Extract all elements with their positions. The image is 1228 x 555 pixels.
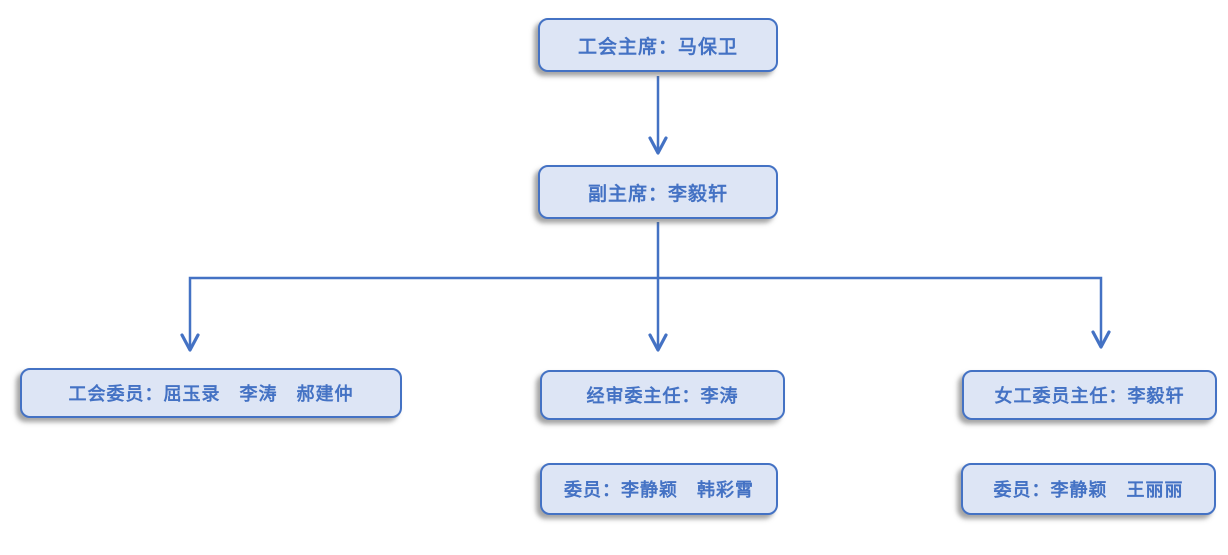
node-women-committee-members: 委员：李静颖 王丽丽	[961, 463, 1216, 515]
node-audit-committee-members-label: 委员：李静颖 韩彩霄	[564, 480, 754, 500]
node-women-committee-director: 女工委员主任：李毅轩	[962, 370, 1217, 420]
node-women-committee-members-label: 委员：李静颖 王丽丽	[993, 480, 1184, 500]
node-audit-committee-members: 委员：李静颖 韩彩霄	[540, 463, 778, 515]
connector-vice-to-union-committee	[180, 276, 658, 352]
node-women-committee-director-label: 女工委员主任：李毅轩	[994, 386, 1185, 406]
node-union-chairman-label: 工会主席：马保卫	[577, 36, 738, 58]
connector-vice-to-women-director	[658, 276, 1111, 349]
node-audit-committee-director: 经审委主任：李涛	[540, 370, 785, 420]
node-union-committee-label: 工会委员：屈玉录 李涛 郝建仲	[68, 384, 354, 404]
node-union-committee: 工会委员：屈玉录 李涛 郝建仲	[20, 368, 402, 418]
node-vice-chairman-label: 副主席：李毅轩	[587, 183, 728, 205]
node-union-chairman: 工会主席：马保卫	[538, 18, 778, 72]
node-audit-committee-director-label: 经审委主任：李涛	[586, 386, 739, 406]
node-vice-chairman: 副主席：李毅轩	[538, 165, 778, 219]
